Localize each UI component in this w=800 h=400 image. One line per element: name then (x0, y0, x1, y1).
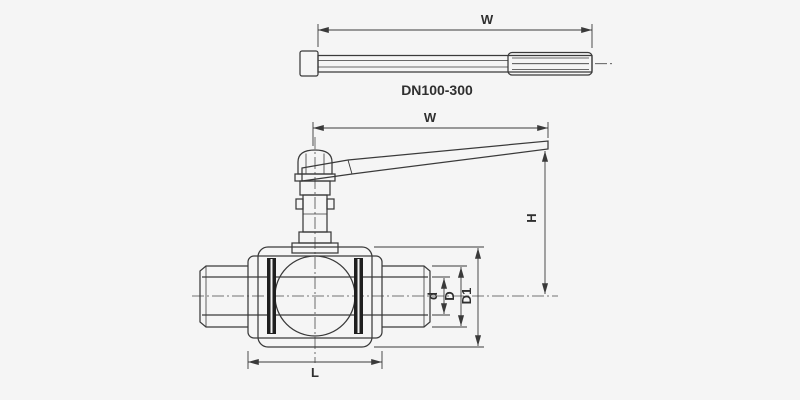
length-dimension: L (247, 351, 383, 380)
bore-diameter-label: d (425, 292, 440, 300)
height-label: H (524, 213, 539, 222)
handle-width-label: W (481, 12, 494, 27)
cap-nut (297, 149, 333, 175)
diameter-dimensions: d D D1 (374, 246, 484, 348)
packing-pin-right (326, 198, 335, 210)
handle-caption: DN100-300 (401, 82, 473, 98)
height-dimension: H (524, 151, 549, 294)
outer-diameter-label: D (442, 291, 457, 300)
length-label: L (311, 365, 319, 380)
handle-top-view (299, 50, 614, 77)
valve-width-dimension: W (312, 110, 549, 146)
valve-width-label: W (424, 110, 437, 125)
bore-lines (202, 276, 428, 316)
body-diameter-label: D1 (459, 288, 474, 305)
handle-width-dimension: W (317, 12, 593, 48)
bonnet-flange (291, 242, 339, 254)
lever-handle (301, 140, 549, 182)
valve-body (247, 246, 383, 348)
packing-pin-left (295, 198, 304, 210)
pipe-end-right (382, 265, 431, 328)
pipe-end-left (199, 265, 248, 328)
handle-grip (507, 51, 593, 76)
seat-rings (267, 258, 363, 334)
